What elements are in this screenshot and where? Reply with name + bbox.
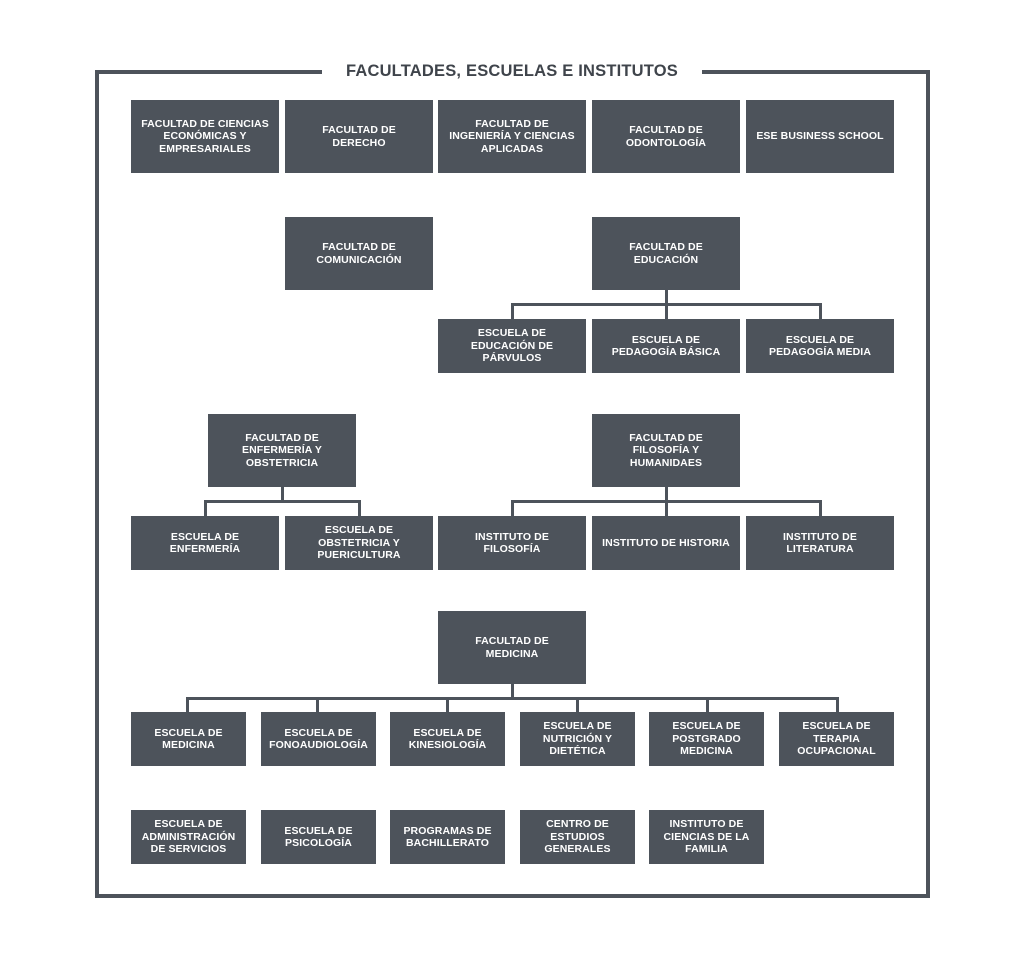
connector-filosofia-drop-1 [511,500,514,517]
node-facultad-derecho: FACULTAD DE DERECHO [285,100,433,173]
node-escuela-pedagogia-basica: ESCUELA DE PEDAGOGÍA BÁSICA [592,319,740,373]
node-instituto-historia: INSTITUTO DE HISTORIA [592,516,740,570]
connector-medicina-drop-3 [446,697,449,713]
node-facultad-comunicacion: FACULTAD DE COMUNICACIÓN [285,217,433,290]
node-facultad-enfermeria: FACULTAD DE ENFERMERÍA Y OBSTETRICIA [208,414,356,487]
connector-educacion-drop-1 [511,303,514,320]
node-escuela-administracion: ESCUELA DE ADMINISTRACIÓN DE SERVICIOS [131,810,246,864]
node-facultad-odontologia: FACULTAD DE ODONTOLOGÍA [592,100,740,173]
connector-educacion-drop-2 [665,303,668,320]
connector-medicina-drop-4 [576,697,579,713]
connector-enfermeria-trunk [281,487,284,502]
node-escuela-psicologia: ESCUELA DE PSICOLOGÍA [261,810,376,864]
connector-medicina-drop-5 [706,697,709,713]
node-instituto-literatura: INSTITUTO DE LITERATURA [746,516,894,570]
connector-medicina-bar [186,697,839,700]
node-centro-estudios: CENTRO DE ESTUDIOS GENERALES [520,810,635,864]
node-escuela-obstetricia: ESCUELA DE OBSTETRICIA Y PUERICULTURA [285,516,433,570]
connector-medicina-drop-6 [836,697,839,713]
connector-enfermeria-drop-2 [358,500,361,517]
node-escuela-fonoaudiologia: ESCUELA DE FONOAUDIOLOGÍA [261,712,376,766]
node-instituto-filosofia: INSTITUTO DE FILOSOFÍA [438,516,586,570]
node-facultad-ingenieria: FACULTAD DE INGENIERÍA Y CIENCIAS APLICA… [438,100,586,173]
connector-medicina-trunk [511,684,514,699]
node-escuela-pedagogia-media: ESCUELA DE PEDAGOGÍA MEDIA [746,319,894,373]
node-escuela-parvulos: ESCUELA DE EDUCACIÓN DE PÁRVULOS [438,319,586,373]
node-escuela-kinesiologia: ESCUELA DE KINESIOLOGÍA [390,712,505,766]
connector-enfermeria-drop-1 [204,500,207,517]
connector-filosofia-drop-2 [665,500,668,517]
node-escuela-terapia: ESCUELA DE TERAPIA OCUPACIONAL [779,712,894,766]
node-escuela-medicina: ESCUELA DE MEDICINA [131,712,246,766]
connector-medicina-drop-1 [186,697,189,713]
node-facultad-medicina: FACULTAD DE MEDICINA [438,611,586,684]
node-escuela-nutricion: ESCUELA DE NUTRICIÓN Y DIETÉTICA [520,712,635,766]
connector-educacion-drop-3 [819,303,822,320]
connector-filosofia-drop-3 [819,500,822,517]
node-programas-bachillerato: PROGRAMAS DE BACHILLERATO [390,810,505,864]
connector-enfermeria-bar [204,500,361,503]
node-escuela-postgrado: ESCUELA DE POSTGRADO MEDICINA [649,712,764,766]
node-facultad-filosofia: FACULTAD DE FILOSOFÍA Y HUMANIDAES [592,414,740,487]
connector-educacion-trunk [665,290,668,305]
node-facultad-ciencias-economicas: FACULTAD DE CIENCIAS ECONÓMICAS Y EMPRES… [131,100,279,173]
connector-filosofia-trunk [665,487,668,502]
diagram-title: FACULTADES, ESCUELAS E INSTITUTOS [322,56,702,86]
node-escuela-enfermeria: ESCUELA DE ENFERMERÍA [131,516,279,570]
node-ese-business-school: ESE BUSINESS SCHOOL [746,100,894,173]
node-facultad-educacion: FACULTAD DE EDUCACIÓN [592,217,740,290]
node-instituto-familia: INSTITUTO DE CIENCIAS DE LA FAMILIA [649,810,764,864]
connector-medicina-drop-2 [316,697,319,713]
